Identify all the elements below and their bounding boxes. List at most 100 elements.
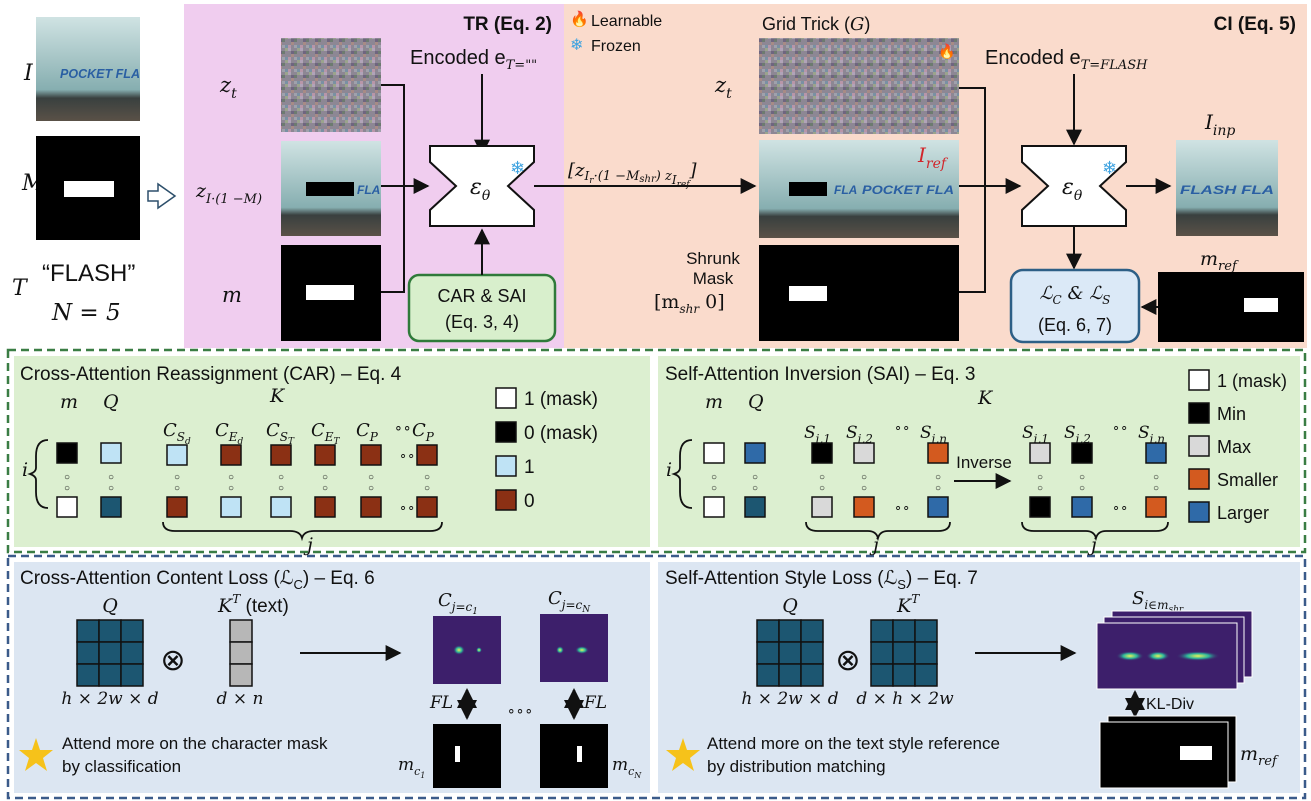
inverse-label: Inverse bbox=[956, 453, 1012, 472]
sai-left-dot: ○ bbox=[819, 483, 825, 494]
losss-note1: Attend more on the text style reference bbox=[707, 734, 1000, 753]
car-cell-bottom-0 bbox=[166, 496, 188, 518]
tr-zt-line bbox=[381, 84, 405, 186]
losss-q-matrix bbox=[756, 619, 824, 687]
mcn-mask bbox=[540, 724, 608, 788]
mc1-mask bbox=[433, 724, 501, 788]
grid-trick-label: Grid Trick (G) bbox=[762, 14, 870, 35]
car-q-dots: ○ bbox=[108, 472, 114, 483]
car-col-label-5: CP bbox=[412, 420, 435, 444]
sai-right-dot: ○ bbox=[1037, 483, 1043, 494]
ci-unet bbox=[1021, 145, 1127, 227]
sai-section: Self-Attention Inversion (SAI) – Eq. 3 m… bbox=[658, 356, 1300, 556]
sai-right-cell-bottom-0 bbox=[1029, 496, 1051, 518]
sai-right-col-dots: ∘∘ bbox=[1112, 420, 1128, 435]
ci-ref-text: POCKET FLA bbox=[862, 183, 954, 197]
c1-hotspot2 bbox=[476, 647, 482, 653]
losss-k-cell bbox=[892, 619, 916, 643]
car-col-label-2: CST bbox=[266, 420, 295, 447]
car-legend-swatch-0 bbox=[495, 387, 517, 409]
lossc-k-cell1 bbox=[229, 619, 253, 643]
sai-right-cell-top-2 bbox=[1145, 442, 1167, 464]
losss-k-matrix bbox=[870, 619, 938, 687]
tr-frozen-icon: ❄ bbox=[510, 158, 525, 178]
car-cell-top-4 bbox=[360, 444, 382, 466]
sai-m: m bbox=[705, 391, 723, 413]
lossc-q-cell bbox=[98, 641, 122, 665]
ci-mask-hole bbox=[789, 182, 827, 196]
sai-right-cell-bottom-2 bbox=[1145, 496, 1167, 518]
car-row-dots: ∘∘ bbox=[399, 448, 415, 463]
car-cell-dot: ○ bbox=[278, 483, 284, 494]
car-cell-bottom-5 bbox=[416, 496, 438, 518]
ci-zt-label: zt bbox=[714, 73, 732, 102]
sai-left-dot: ○ bbox=[819, 472, 825, 483]
ci-zt-line bbox=[959, 87, 986, 186]
s-hot1 bbox=[1116, 651, 1144, 661]
car-cell-dot: ○ bbox=[174, 472, 180, 483]
car-cell-bottom-2 bbox=[270, 496, 292, 518]
car-cell-dot: ○ bbox=[322, 472, 328, 483]
tr-mask-m-white bbox=[306, 285, 354, 300]
tr-m-line bbox=[381, 186, 405, 293]
lossc-k-cell2 bbox=[229, 641, 253, 665]
car-col-label-4: CP bbox=[356, 420, 379, 444]
losss-k-cell bbox=[914, 663, 938, 687]
losss-k-cell bbox=[892, 663, 916, 687]
losss-q-cell bbox=[778, 641, 802, 665]
sai-right-cell-top-1 bbox=[1071, 442, 1093, 464]
ci-mask-line bbox=[959, 186, 986, 293]
inputs-column: I POCKET FLA M T “FLASH” N = 5 bbox=[12, 17, 177, 326]
loss-s-section: Self-Attention Style Loss (ℒS) – Eq. 7 Q… bbox=[658, 562, 1300, 793]
sai-right-dot: ○ bbox=[1037, 472, 1043, 483]
losss-note2: by distribution matching bbox=[707, 757, 886, 776]
sai-legend-swatch-4 bbox=[1188, 501, 1210, 523]
sai-left-cell-bottom-0 bbox=[811, 496, 833, 518]
lossc-otimes: ⊗ bbox=[160, 644, 185, 677]
learnable-icon: 🔥 bbox=[570, 10, 589, 28]
n-label: N = 5 bbox=[51, 300, 121, 326]
tr-mask-hole bbox=[306, 182, 354, 196]
sai-right-cell-top-0 bbox=[1029, 442, 1051, 464]
sai-j-brace-left bbox=[805, 521, 951, 542]
sai-left-cell-bottom-1 bbox=[853, 496, 875, 518]
losss-k-cell bbox=[914, 641, 938, 665]
sai-k: K bbox=[977, 387, 994, 409]
prompt-text: “FLASH” bbox=[42, 260, 135, 287]
car-m-bottom bbox=[56, 496, 78, 518]
legend-frozen: Frozen bbox=[591, 38, 641, 55]
car-legend-label-0: 1 (mask) bbox=[524, 389, 598, 410]
sai-legend-label-0: 1 (mask) bbox=[1217, 371, 1287, 391]
tr-encoded-label: Encoded eT="" bbox=[410, 47, 537, 73]
lossc-k-dim: d × n bbox=[217, 689, 264, 709]
ci-mref-mask bbox=[1158, 272, 1304, 342]
car-cell-dot: ○ bbox=[322, 483, 328, 494]
tr-zi-label: zI·(1 −M) bbox=[195, 180, 262, 207]
sai-left-cell-top-2 bbox=[927, 442, 949, 464]
sai-left-cell-bottom-2 bbox=[927, 496, 949, 518]
car-cell-dot: ○ bbox=[278, 472, 284, 483]
losss-q-dim: h × 2w × d bbox=[741, 689, 838, 709]
star-icon-s bbox=[666, 738, 700, 771]
ci-frozen-icon: ❄ bbox=[1102, 158, 1117, 178]
car-i: i bbox=[22, 459, 28, 481]
sai-left-dot: ○ bbox=[861, 472, 867, 483]
sai-legend-label-3: Smaller bbox=[1217, 470, 1278, 490]
cn-label: Cj=cN bbox=[548, 588, 591, 615]
losss-q-cell bbox=[756, 641, 780, 665]
car-section: Cross-Attention Reassignment (CAR) – Eq.… bbox=[14, 356, 650, 556]
car-i-brace bbox=[27, 439, 49, 509]
loss-box bbox=[1009, 268, 1141, 344]
sai-right-dot: ○ bbox=[1153, 472, 1159, 483]
losss-k-cell bbox=[870, 641, 894, 665]
sai-j-brace-right bbox=[1021, 521, 1169, 542]
losss-q-cell bbox=[800, 641, 824, 665]
car-cell-top-2 bbox=[270, 444, 292, 466]
car-col-label-0: CSd bbox=[163, 420, 191, 447]
sai-m-dots2: ○ bbox=[711, 483, 717, 494]
car-col-label-3: CET bbox=[311, 420, 341, 447]
sai-left-cell-top-1 bbox=[853, 442, 875, 464]
car-attention-grid: ○○○○○○○○○○○○∘∘∘∘ bbox=[166, 444, 438, 518]
sai-left-dot: ○ bbox=[861, 483, 867, 494]
car-q-top bbox=[100, 442, 122, 464]
